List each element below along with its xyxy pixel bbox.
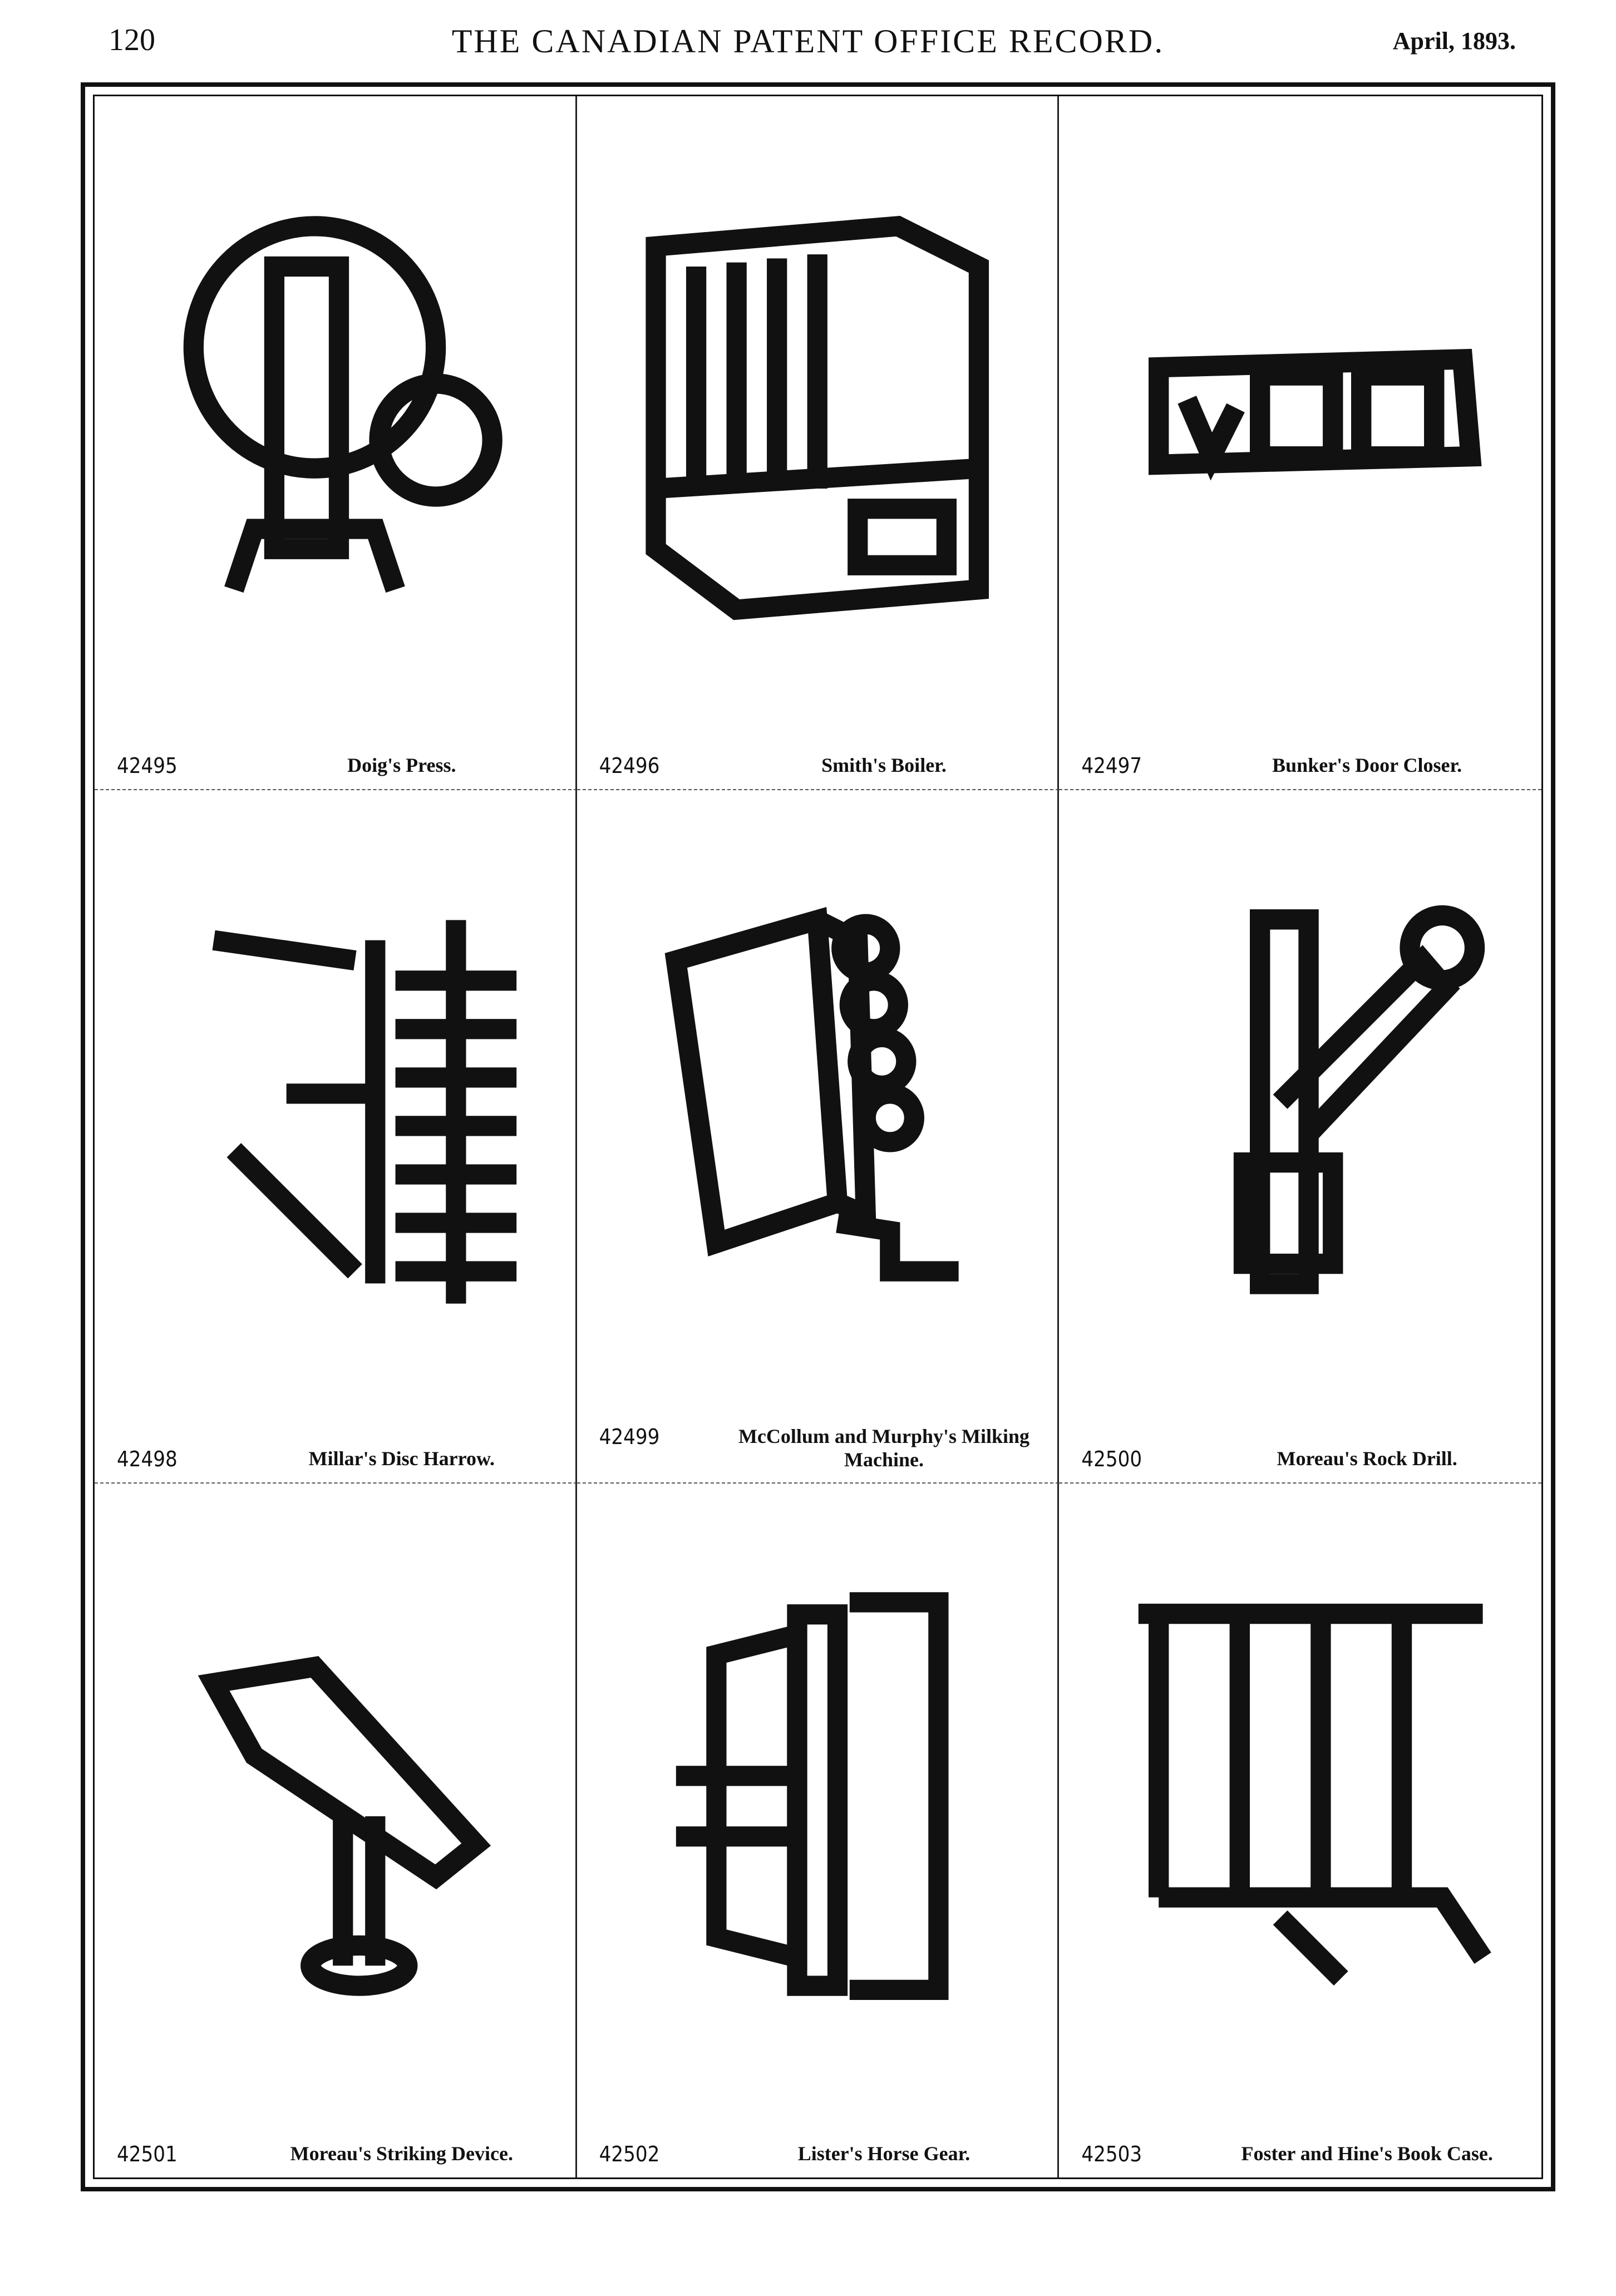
patent-name: Smith's Boiler. [821, 753, 947, 776]
patent-cell: 42501 Moreau's Striking Device. [95, 1484, 577, 2177]
boiler-drawing-icon [615, 131, 1019, 685]
patent-name: Bunker's Door Closer. [1272, 753, 1462, 776]
rock-drill-drawing-icon [1098, 825, 1503, 1379]
publication-title: THE CANADIAN PATENT OFFICE RECORD. [451, 23, 1165, 60]
patent-number: 42496 [599, 753, 660, 778]
page-header: 120 THE CANADIAN PATENT OFFICE RECORD. A… [0, 22, 1616, 67]
patent-number: 42500 [1081, 1447, 1142, 1472]
patent-cell: 42503 Foster and Hine's Book Case. [1059, 1484, 1541, 2177]
patent-number: 42502 [599, 2141, 660, 2166]
door-closer-drawing-icon [1098, 131, 1503, 685]
patent-name: Millar's Disc Harrow. [308, 1447, 495, 1470]
patent-number: 42503 [1081, 2141, 1142, 2166]
patent-cell: 42498 Millar's Disc Harrow. [95, 790, 577, 1484]
patent-name: Moreau's Striking Device. [290, 2142, 513, 2165]
patent-name: Lister's Horse Gear. [797, 2142, 970, 2165]
issue-date: April, 1893. [1392, 27, 1516, 55]
patent-number: 42495 [117, 753, 178, 778]
patent-name: Moreau's Rock Drill. [1277, 1447, 1457, 1470]
patent-cell: 42496 Smith's Boiler. [577, 96, 1060, 790]
patent-name: Foster and Hine's Book Case. [1241, 2142, 1493, 2165]
page-number: 120 [109, 23, 155, 57]
patent-name: Doig's Press. [347, 753, 456, 776]
patent-number: 42499 [599, 1425, 660, 1450]
patent-number: 42498 [117, 1447, 178, 1472]
patent-number: 42497 [1081, 753, 1142, 778]
patent-number: 42501 [117, 2141, 178, 2166]
book-case-drawing-icon [1098, 1519, 1503, 2073]
harrow-drawing-icon [133, 825, 536, 1379]
patent-name: McCollum and Murphy's Milking Machine. [738, 1425, 1030, 1471]
patent-cell: 42500 Moreau's Rock Drill. [1059, 790, 1541, 1484]
patent-cell: 42495 Doig's Press. [95, 96, 577, 790]
patent-cell: 42502 Lister's Horse Gear. [577, 1484, 1060, 2177]
striking-device-drawing-icon [133, 1519, 536, 2073]
milking-machine-drawing-icon [615, 825, 1019, 1379]
patent-cell: 42499 McCollum and Murphy's Milking Machi… [577, 790, 1060, 1484]
press-drawing-icon [133, 131, 536, 685]
patent-cell: 42497 Bunker's Door Closer. [1059, 96, 1541, 790]
horse-gear-drawing-icon [615, 1519, 1019, 2073]
